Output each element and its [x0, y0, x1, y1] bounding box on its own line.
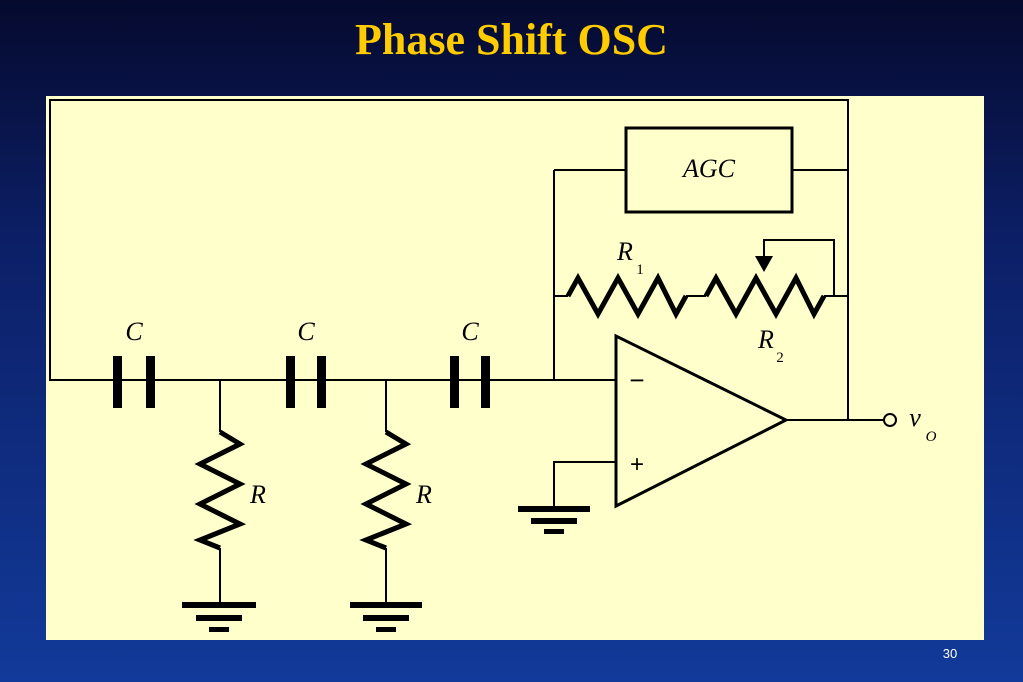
- shunt-resistor-1: [193, 429, 247, 551]
- capacitor-1-lead: [122, 379, 146, 381]
- capacitor-3-plate-b: [481, 356, 490, 408]
- resistor-1-label: R: [249, 480, 266, 509]
- capacitor-2-plate-b: [317, 356, 326, 408]
- capacitor-2-plate-a: [286, 356, 295, 408]
- diagram-panel: AGC C C C R R R 1 R 2 − + v O: [46, 96, 984, 640]
- slide-title: Phase Shift OSC: [355, 15, 668, 64]
- opamp-inverting-sign: −: [629, 365, 644, 395]
- capacitor-1-label: C: [125, 317, 143, 346]
- potentiometer-arrow: [755, 256, 773, 272]
- r2-subscript: 2: [776, 350, 784, 366]
- output-subscript: O: [926, 429, 937, 445]
- ground-1-bar-c: [209, 627, 229, 632]
- ground-3-bar-c: [544, 529, 564, 534]
- resistor-2-label: R: [415, 480, 432, 509]
- wiper-wire: [763, 239, 835, 296]
- ground-1-bar-b: [196, 615, 242, 621]
- resistor-r1: [565, 272, 689, 320]
- wire-ground-plus: [553, 461, 616, 508]
- capacitor-2-lead: [295, 379, 317, 381]
- output-terminal: [883, 413, 897, 427]
- circuit-diagram: AGC C C C R R R 1 R 2 − + v O: [49, 99, 937, 632]
- opamp-noninverting-sign: +: [630, 451, 644, 478]
- ground-3-bar-a: [518, 506, 590, 512]
- slide-number: 30: [942, 646, 958, 661]
- ground-2-bar-c: [376, 627, 396, 632]
- ground-1-bar-a: [182, 602, 256, 608]
- feedback-wire: [49, 99, 849, 420]
- capacitor-3-lead: [459, 379, 481, 381]
- r2-label: R: [757, 325, 774, 354]
- output-label: v: [909, 403, 921, 432]
- r1-label: R: [616, 237, 633, 266]
- agc-block: [624, 126, 794, 214]
- opamp-triangle: [614, 333, 790, 509]
- ground-2-bar-b: [363, 615, 409, 621]
- ground-3-bar-b: [531, 518, 577, 524]
- shunt-resistor-2: [359, 429, 413, 551]
- capacitor-3-plate-a: [450, 356, 459, 408]
- agc-label: AGC: [681, 154, 736, 183]
- resistor-r2: [703, 272, 827, 320]
- capacitor-1-plate-a: [113, 356, 122, 408]
- capacitor-1-plate-b: [146, 356, 155, 408]
- r1-subscript: 1: [636, 262, 644, 278]
- capacitor-3-label: C: [461, 317, 479, 346]
- capacitor-2-label: C: [297, 317, 315, 346]
- ground-2-bar-a: [350, 602, 422, 608]
